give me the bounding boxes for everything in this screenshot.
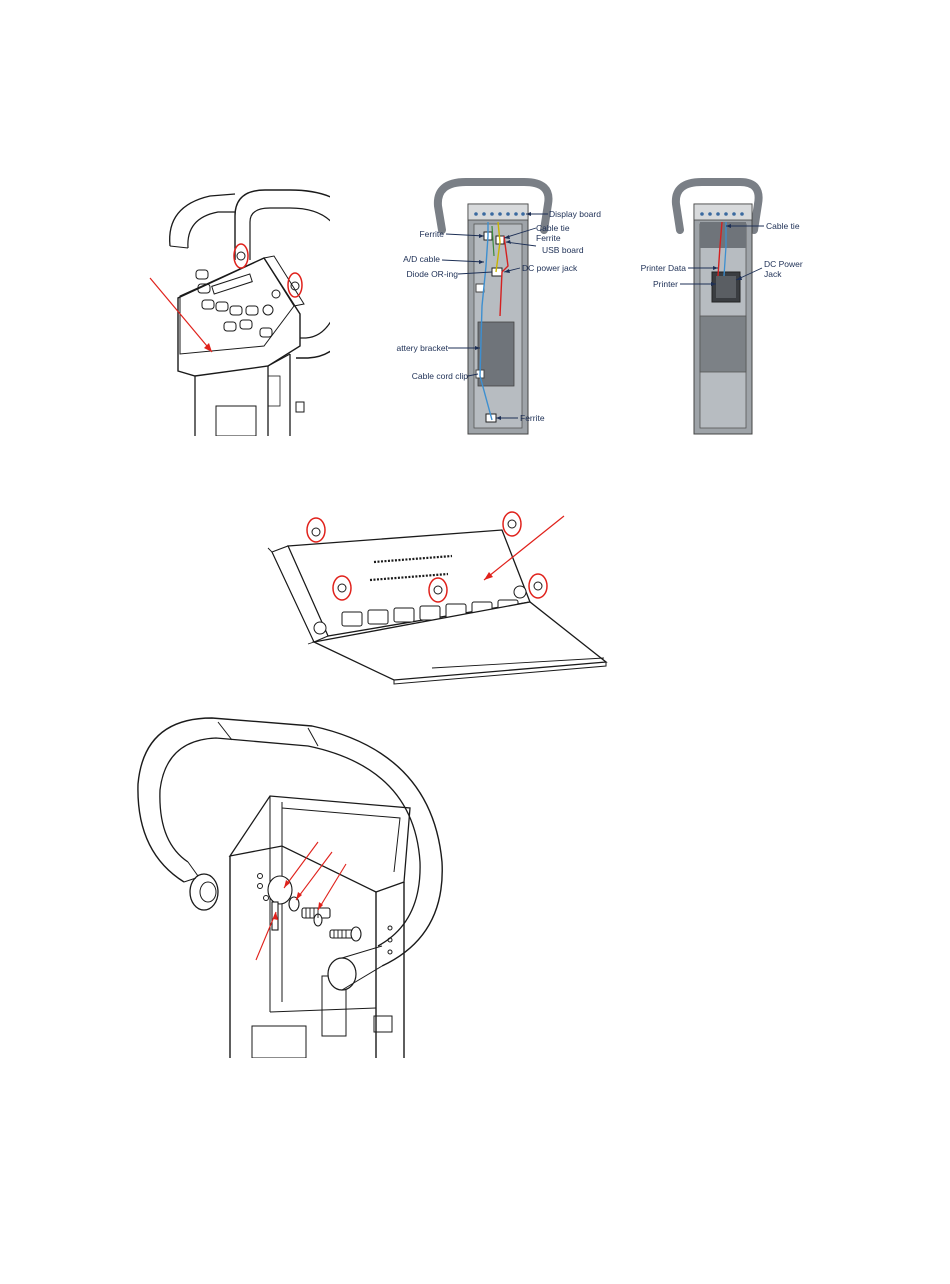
handle-end-cap — [190, 874, 218, 910]
label-ferrite-bottom: Ferrite — [520, 413, 545, 423]
label-printer-data: Printer Data — [641, 263, 687, 273]
display-board — [694, 204, 752, 220]
front-view-illustration — [140, 186, 330, 436]
label-dc-power-jack: DC power jack — [522, 263, 578, 273]
screw-callout-circle-1 — [234, 244, 248, 268]
display-board — [468, 204, 528, 220]
display-bracket-illustration — [258, 508, 614, 688]
handle-mounting-illustration — [132, 712, 458, 1058]
label-usb-board: USB board — [542, 245, 584, 255]
screw-callout-circle-2 — [288, 273, 302, 297]
label-diode-or-ing: Diode OR-ing — [407, 269, 459, 279]
label-ferrite-top-right: Ferrite — [536, 233, 561, 243]
label-cable-cord-clip: Cable cord clip — [412, 371, 468, 381]
label-dc-power-jack-line1: DC Power — [764, 259, 803, 269]
label-cable-tie: Cable tie — [536, 223, 570, 233]
open-column-wiring-diagram: Display board Cable tie Ferrite USB boar… — [396, 176, 606, 438]
handle-tube — [138, 718, 442, 966]
label-ferrite-left: Ferrite — [419, 229, 444, 239]
column-body — [230, 856, 404, 1058]
label-battery-bracket: Battery bracket — [396, 343, 449, 353]
label-printer: Printer — [653, 279, 678, 289]
label-cable-tie: Cable tie — [766, 221, 800, 231]
printer-column-diagram: Cable tie Printer Data DC Power Jack Pri… — [612, 176, 812, 438]
label-dc-power-jack-line2: Jack — [764, 269, 782, 279]
label-ad-cable: A/D cable — [403, 254, 440, 264]
label-display-board: Display board — [549, 209, 601, 219]
